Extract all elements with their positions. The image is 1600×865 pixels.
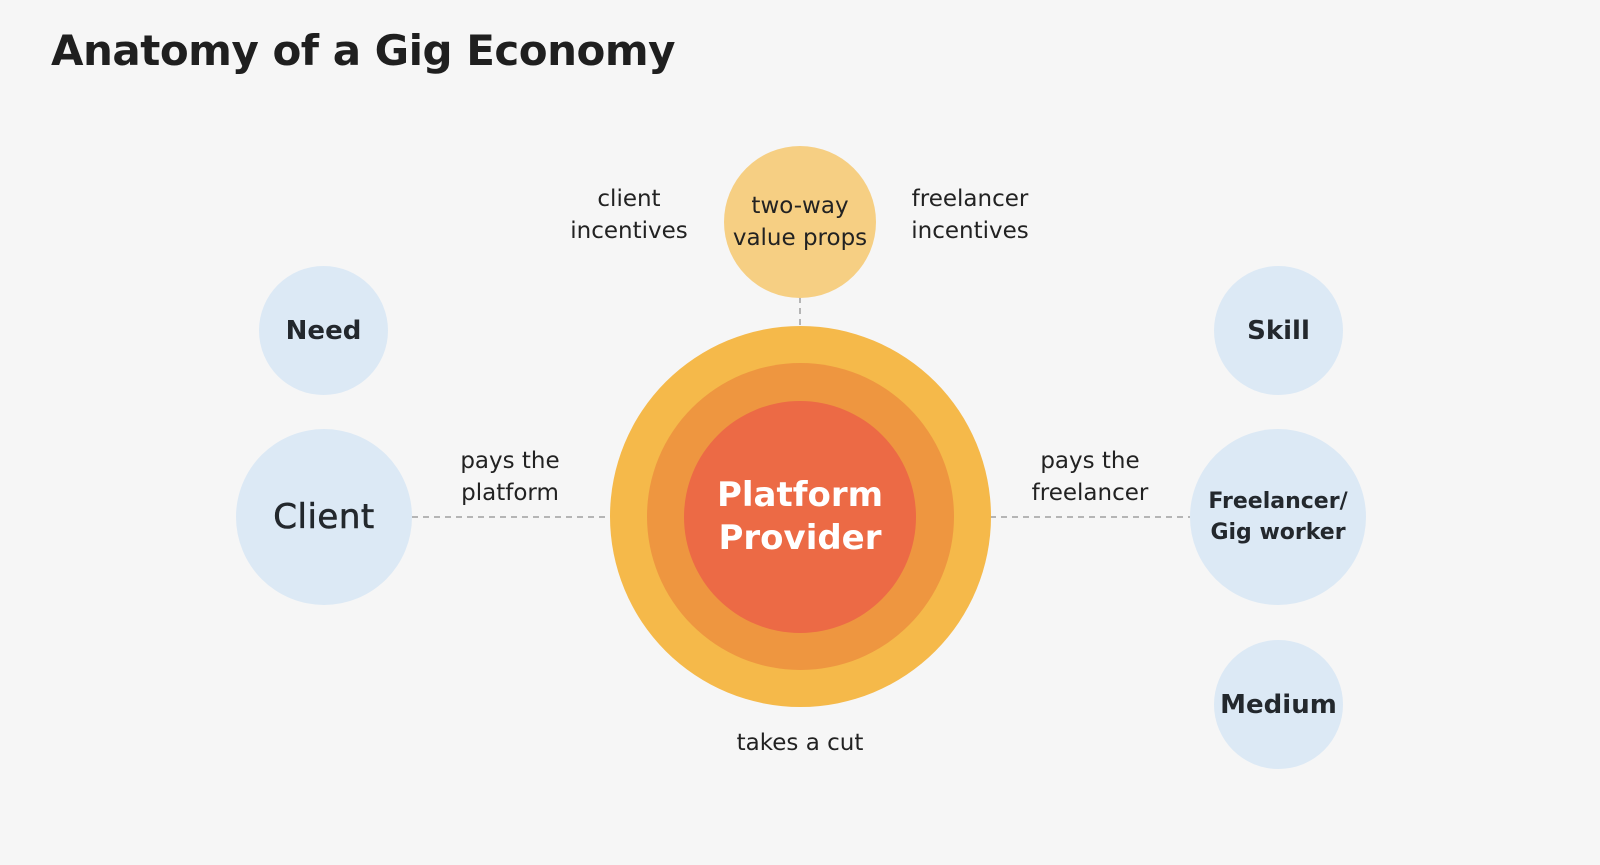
medium-label: Medium: [1220, 689, 1337, 720]
pays-freelancer-label: pays the freelancer: [1031, 448, 1149, 506]
client-incentives-label: client incentives: [570, 186, 688, 244]
freelancer-label: Freelancer/ Gig worker: [1208, 489, 1348, 545]
medium-node: Medium: [1214, 640, 1343, 769]
takes-cut-label: takes a cut: [736, 730, 864, 756]
platform-provider-label: Platform Provider: [716, 475, 884, 558]
freelancer-node: Freelancer/ Gig worker: [1190, 429, 1366, 605]
platform-provider-core: Platform Provider: [684, 401, 916, 633]
freelancer-incentives-label: freelancer incentives: [911, 186, 1029, 244]
client-label: Client: [273, 497, 375, 538]
value-props-label: two-way value props: [732, 193, 868, 251]
diagram-title: Anatomy of a Gig Economy: [51, 26, 676, 75]
client-node: Client: [236, 429, 412, 605]
value-props-circle: two-way value props: [724, 146, 876, 298]
skill-node: Skill: [1214, 266, 1343, 395]
pays-platform-label: pays the platform: [460, 448, 560, 506]
skill-label: Skill: [1247, 315, 1310, 346]
need-node: Need: [259, 266, 388, 395]
need-label: Need: [285, 315, 362, 346]
